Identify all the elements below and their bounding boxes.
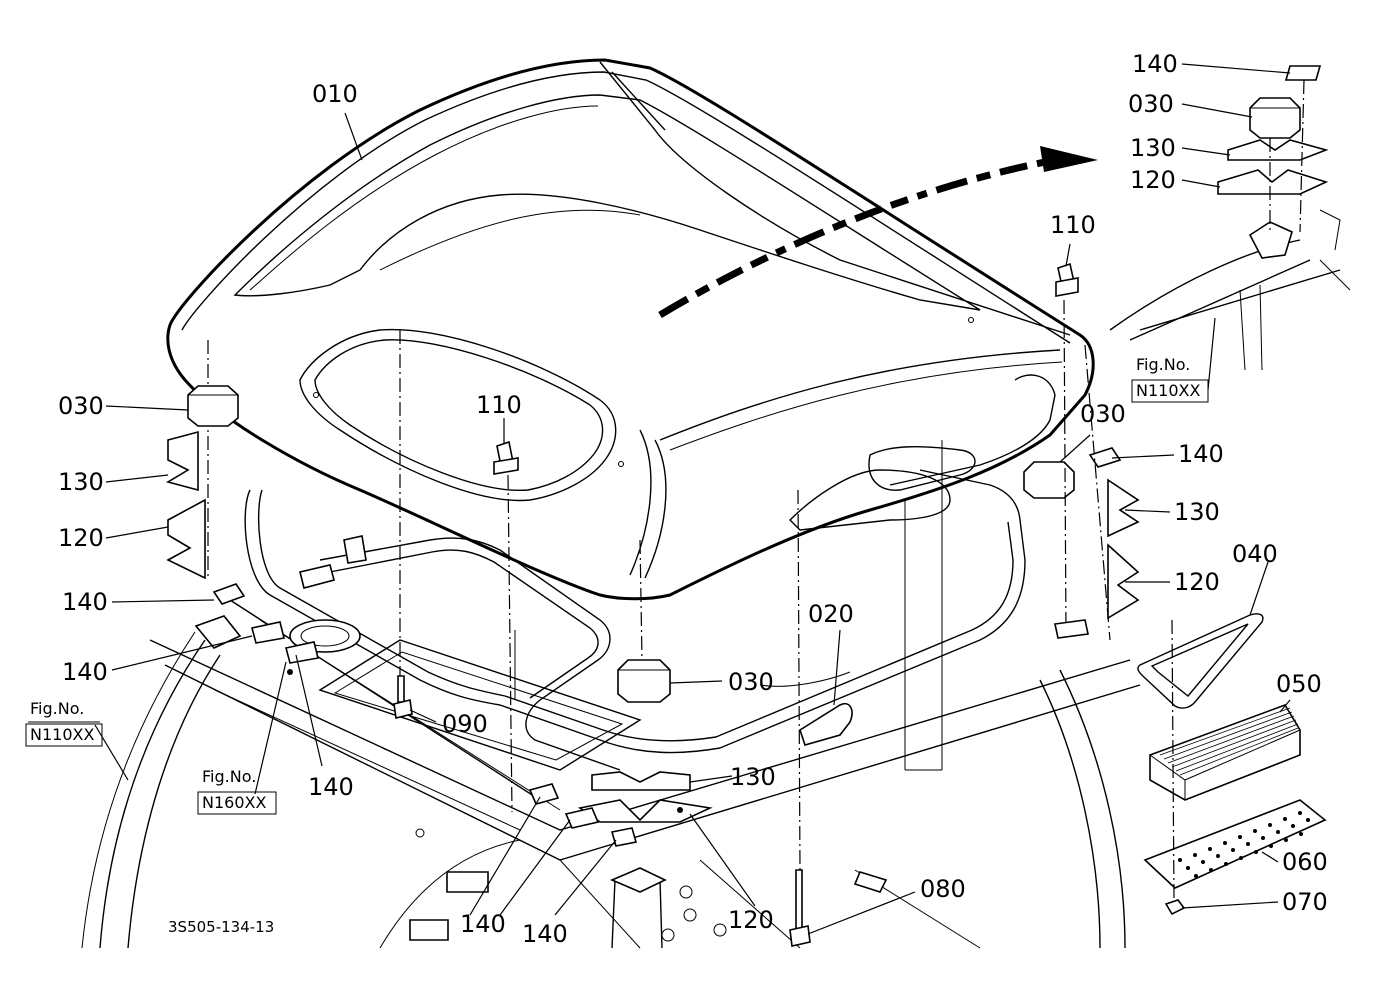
label-120-right: 120 — [1174, 568, 1220, 596]
label-050: 050 — [1276, 670, 1322, 698]
fig-ref-mid-line2: N160XX — [202, 793, 266, 812]
filter-assembly — [1137, 613, 1327, 916]
label-140-right: 140 — [1178, 440, 1224, 468]
leader-lines — [94, 63, 1291, 935]
roof-lower-frame — [244, 469, 1026, 771]
fig-ref-left-line1: Fig.No. — [30, 699, 84, 718]
part-labels: 010 140 030 130 120 110 110 030 130 120 … — [58, 50, 1328, 948]
label-130-top: 130 — [1130, 134, 1176, 162]
label-020: 020 — [808, 600, 854, 628]
stack-top-right — [1217, 65, 1329, 233]
label-080: 080 — [920, 875, 966, 903]
label-130-right: 130 — [1174, 498, 1220, 526]
stack-right — [1023, 299, 1140, 641]
stack-left — [165, 340, 319, 664]
label-140-left2: 140 — [62, 658, 108, 686]
label-140-top: 140 — [1132, 50, 1178, 78]
label-120-left: 120 — [58, 524, 104, 552]
label-010: 010 — [312, 80, 358, 108]
roof-010 — [166, 58, 1095, 601]
label-030-left: 030 — [58, 392, 104, 420]
label-120-top: 120 — [1130, 166, 1176, 194]
label-140-bottom1: 140 — [460, 910, 506, 938]
label-140-bottom2: 140 — [522, 920, 568, 948]
fig-ref-left-line2: N110XX — [30, 725, 94, 744]
filter-pleats — [1159, 707, 1299, 776]
label-030-top: 030 — [1128, 90, 1174, 118]
label-120-bottom: 120 — [728, 906, 774, 934]
perforation-pattern — [1178, 811, 1310, 878]
label-130-left: 130 — [58, 468, 104, 496]
label-090: 090 — [442, 710, 488, 738]
drawing-number: 3S505-134-13 — [168, 918, 274, 936]
label-040: 040 — [1232, 540, 1278, 568]
assembly-arrow — [658, 146, 1098, 319]
label-140-left1: 140 — [62, 588, 108, 616]
fasteners — [287, 262, 1079, 947]
label-140-mid: 140 — [308, 773, 354, 801]
label-130-bottom: 130 — [730, 763, 776, 791]
fig-ref-mid-line1: Fig.No. — [202, 767, 256, 786]
cab-frame — [81, 209, 1351, 949]
fig-ref-right-line1: Fig.No. — [1136, 355, 1190, 374]
figure-references: Fig.No. N110XX Fig.No. N160XX Fig.No. N1… — [25, 355, 1209, 815]
label-070: 070 — [1282, 888, 1328, 916]
label-030-right: 030 — [1080, 400, 1126, 428]
label-030-center: 030 — [728, 668, 774, 696]
fig-ref-right-line2: N110XX — [1136, 381, 1200, 400]
label-110-right: 110 — [1050, 211, 1096, 239]
label-060: 060 — [1282, 848, 1328, 876]
label-110-center: 110 — [476, 391, 522, 419]
